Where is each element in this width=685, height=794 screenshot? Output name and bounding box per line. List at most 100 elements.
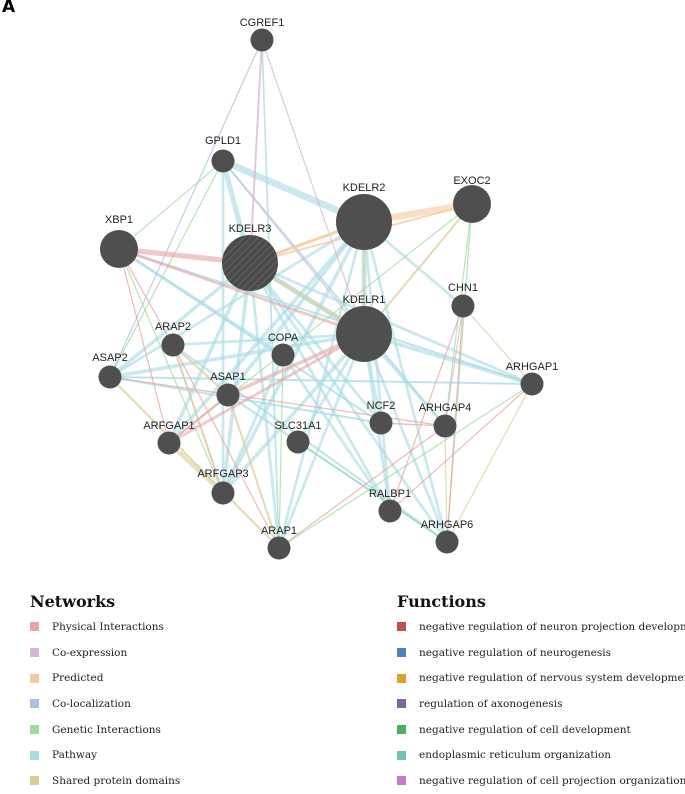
functions-legend-item: negative regulation of neurogenesis	[397, 640, 685, 666]
edge-pathway-kdelr1-arap1	[277, 332, 366, 550]
node-gpld1[interactable]: GPLD1	[205, 135, 241, 173]
node-circle-asap2[interactable]	[98, 365, 122, 389]
edge-physical-chn1-ralbp1	[389, 305, 464, 512]
networks-legend-item: Pathway	[30, 742, 180, 768]
node-arfgap3[interactable]: ARFGAP3	[197, 468, 249, 505]
node-cgref1[interactable]: CGREF1	[240, 17, 285, 52]
functions-legend-swatch	[397, 673, 406, 683]
node-circle-gpld1[interactable]	[211, 149, 235, 173]
node-circle-copa[interactable]	[271, 343, 295, 367]
networks-legend-label: Pathway	[52, 749, 98, 762]
edge-pathway-kdelr1-arap2	[171, 332, 366, 347]
edge-pathway-kdelr1-asap2	[108, 332, 366, 379]
networks-legend-swatch	[30, 750, 39, 760]
edge-layer	[108, 39, 534, 550]
node-circle-arap2[interactable]	[161, 333, 185, 357]
functions-legend-label: negative regulation of neurogenesis	[419, 646, 612, 659]
node-label-arfgap3: ARFGAP3	[197, 468, 248, 480]
node-circle-slc31a1[interactable]	[286, 430, 310, 454]
networks-legend-item: Predicted	[30, 665, 180, 691]
node-label-slc31a1: SLC31A1	[274, 420, 321, 432]
edge-physical-arap2-arap1	[172, 344, 280, 549]
networks-legend-label: Co-expression	[52, 646, 128, 659]
node-circle-ncf2[interactable]	[369, 411, 393, 435]
node-copa[interactable]: COPA	[268, 332, 299, 367]
node-label-cgref1: CGREF1	[240, 17, 285, 29]
node-label-ncf2: NCF2	[367, 400, 396, 412]
node-circle-ralbp1[interactable]	[378, 499, 402, 523]
networks-legend-item: Co-expression	[30, 640, 180, 666]
node-xbp1[interactable]: XBP1	[100, 214, 138, 268]
functions-legend-swatch	[397, 776, 406, 786]
node-circle-arap1[interactable]	[267, 536, 291, 560]
functions-legend-swatch	[397, 622, 406, 632]
edge-genetic-gpld1-asap2	[109, 160, 224, 378]
node-ralbp1[interactable]: RALBP1	[369, 488, 411, 523]
node-circle-arhgap6[interactable]	[435, 530, 459, 554]
node-arhgap1[interactable]: ARHGAP1	[506, 361, 559, 396]
edge-physical-xbp1-arfgap1	[118, 248, 170, 444]
node-circle-asap1[interactable]	[216, 383, 240, 407]
node-circle-kdelr3[interactable]	[222, 235, 278, 291]
functions-legend-label: negative regulation of nervous system de…	[419, 672, 685, 685]
node-circle-cgref1[interactable]	[250, 28, 274, 52]
edge-coexpression-cgref1-kdelr3	[249, 39, 263, 264]
edge-pathway-asap2-arhgap1	[109, 376, 533, 385]
node-circle-chn1[interactable]	[451, 294, 475, 318]
node-kdelr2[interactable]: KDELR2	[336, 182, 392, 250]
node-label-arhgap6: ARHGAP6	[421, 519, 474, 531]
edge-shared-exoc2-kdelr1	[363, 203, 473, 335]
node-asap2[interactable]: ASAP2	[92, 352, 128, 389]
functions-legend-item: negative regulation of nervous system de…	[397, 665, 685, 691]
functions-legend-heading: Functions	[397, 592, 486, 611]
node-arfgap1[interactable]: ARFGAP1	[143, 420, 195, 455]
panel-letter: A	[2, 0, 16, 17]
edge-pathway-kdelr1-arhgap6	[362, 332, 449, 544]
edge-colocalization-cgref1-asap2	[109, 39, 263, 378]
node-slc31a1[interactable]: SLC31A1	[274, 420, 322, 454]
node-circle-arhgap4[interactable]	[433, 414, 457, 438]
node-arap2[interactable]: ARAP2	[155, 321, 191, 357]
networks-legend-label: Physical Interactions	[52, 620, 164, 633]
edge-pathway-kdelr3-arfgap1	[167, 261, 252, 445]
node-kdelr3[interactable]: KDELR3	[222, 223, 278, 291]
node-circle-xbp1[interactable]	[100, 230, 138, 268]
networks-legend-swatch	[30, 622, 39, 632]
functions-legend-swatch	[397, 648, 406, 658]
node-circle-kdelr2[interactable]	[336, 194, 392, 250]
edge-pathway-kdelr2-arfgap1	[167, 220, 366, 445]
edge-pathway-kdelr2-asap2	[108, 220, 366, 379]
node-asap1[interactable]: ASAP1	[210, 371, 246, 407]
node-ncf2[interactable]: NCF2	[367, 400, 396, 435]
node-label-gpld1: GPLD1	[205, 135, 241, 147]
node-circle-arhgap1[interactable]	[520, 372, 544, 396]
node-circle-exoc2[interactable]	[453, 185, 491, 223]
functions-legend-label: endoplasmic reticulum organization	[419, 749, 612, 762]
edge-shared-arap2-asap1	[172, 344, 229, 396]
functions-legend-label: negative regulation of neuron projection…	[419, 620, 685, 633]
edge-pathway-kdelr2-arap1	[277, 220, 366, 550]
networks-legend-label: Genetic Interactions	[52, 723, 161, 736]
node-chn1[interactable]: CHN1	[448, 282, 478, 318]
node-exoc2[interactable]: EXOC2	[453, 175, 491, 223]
edge-shared-arhgap4-arhgap6	[444, 425, 448, 543]
node-label-arhgap1: ARHGAP1	[506, 361, 559, 373]
functions-legend-label: negative regulation of cell projection o…	[419, 774, 685, 787]
networks-legend-heading: Networks	[30, 592, 116, 611]
edge-shared-asap1-arap1	[227, 394, 280, 549]
edge-physical-arfgap1-kdelr1	[167, 332, 366, 445]
node-label-kdelr3: KDELR3	[229, 223, 272, 235]
node-label-arhgap4: ARHGAP4	[419, 402, 472, 414]
node-circle-arfgap1[interactable]	[157, 431, 181, 455]
node-label-arap2: ARAP2	[155, 321, 191, 333]
node-arhgap6[interactable]: ARHGAP6	[421, 519, 474, 554]
edge-pathway-kdelr3-ralbp1	[248, 261, 392, 513]
node-arap1[interactable]: ARAP1	[261, 525, 297, 560]
node-arhgap4[interactable]: ARHGAP4	[419, 402, 472, 438]
networks-legend-swatch	[30, 776, 39, 786]
node-circle-kdelr1[interactable]	[336, 306, 392, 362]
node-kdelr1[interactable]: KDELR1	[336, 294, 392, 362]
node-circle-arfgap3[interactable]	[211, 481, 235, 505]
edge-pathway-kdelr1-arfgap3	[221, 332, 366, 495]
